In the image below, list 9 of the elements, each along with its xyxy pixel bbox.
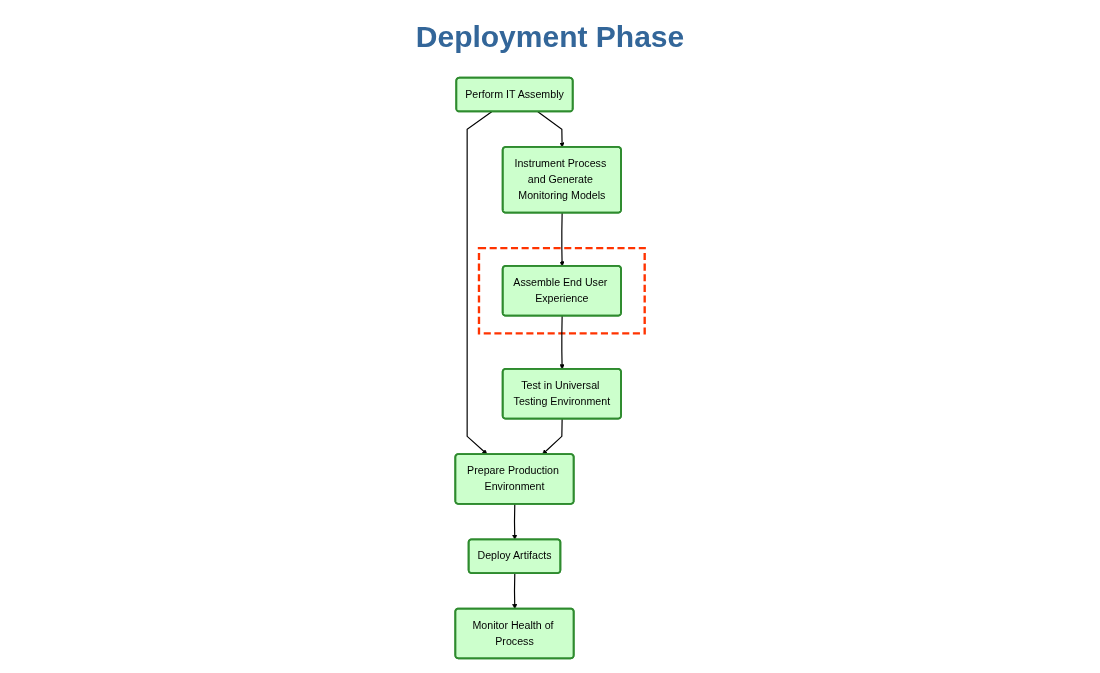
arrow	[559, 211, 565, 266]
arrow	[542, 417, 563, 455]
arrow	[512, 572, 518, 609]
arrow	[466, 110, 493, 455]
arrow	[512, 503, 518, 540]
arrow	[537, 110, 565, 147]
diagram-title: Deployment Phase	[415, 20, 685, 54]
arrow	[559, 314, 565, 369]
cluster	[477, 246, 646, 335]
